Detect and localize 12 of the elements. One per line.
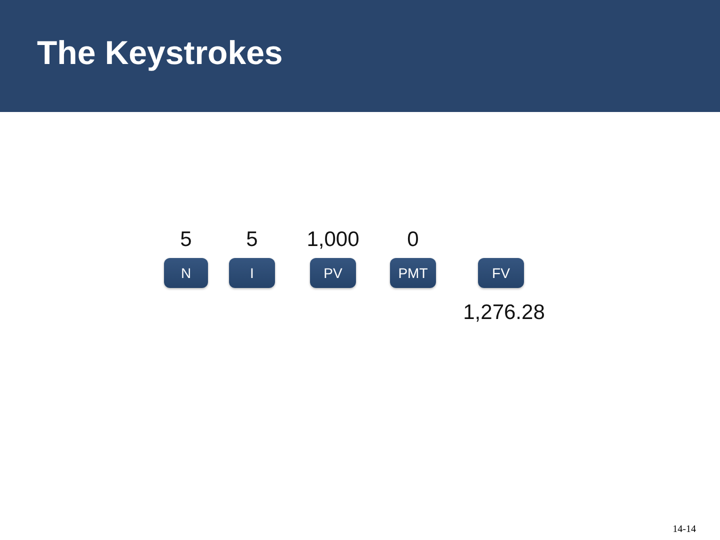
page-number: 14-14 bbox=[672, 524, 696, 536]
key-value: 5 bbox=[180, 228, 192, 252]
key-value: 1,000 bbox=[306, 228, 360, 252]
key-value: 0 bbox=[407, 228, 419, 252]
calculator-key: PMT bbox=[390, 258, 436, 288]
calculator-key: PV bbox=[310, 258, 356, 288]
key-value: 5 bbox=[246, 228, 258, 252]
slide-title: The Keystrokes bbox=[37, 34, 283, 72]
calculator-key: FV bbox=[478, 258, 524, 288]
calculator-key: N bbox=[164, 258, 208, 288]
calculator-key: I bbox=[229, 258, 275, 288]
key-value: 1,276.28 bbox=[463, 301, 545, 325]
